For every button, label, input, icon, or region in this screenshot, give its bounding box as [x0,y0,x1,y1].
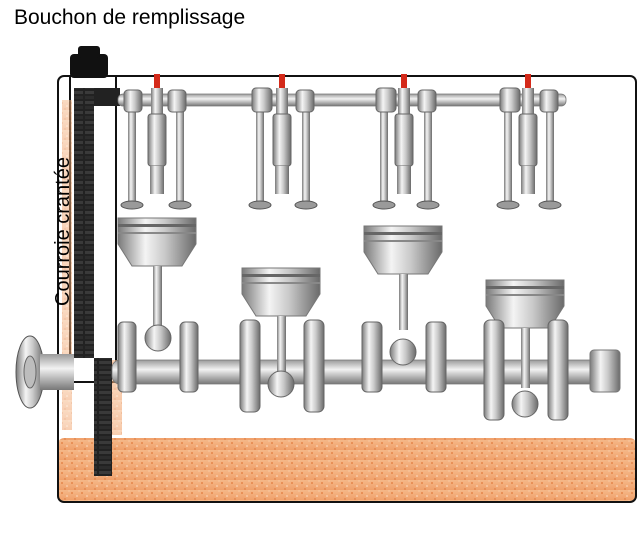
timing-belt-label: Courroie crantée [52,157,74,306]
spark-plug-icon [272,74,292,194]
oil-sump-icon [58,438,636,502]
valve-icon [496,87,562,210]
valve-icon [120,89,192,210]
spark-plug-icon [394,74,414,194]
cylinder-3 [361,74,447,393]
piston-icon [363,225,443,366]
engine-block-outline [57,75,637,503]
piston-icon [485,279,565,418]
cylinder-2 [239,74,325,413]
filler-cap-label: Bouchon de remplissage [14,6,246,29]
cylinder-1 [117,74,199,393]
valve-icon [372,87,440,210]
spark-plug-icon [147,74,167,194]
piston-icon [241,267,321,398]
timing-belt-icon [74,88,120,476]
camshaft-icon [117,93,567,107]
spark-plug-icon [518,74,538,194]
piston-icon [117,217,197,352]
pulley-icon [15,335,74,409]
cylinder-4 [483,74,569,421]
valve-icon [248,87,318,210]
filler-cap-icon [70,46,108,78]
